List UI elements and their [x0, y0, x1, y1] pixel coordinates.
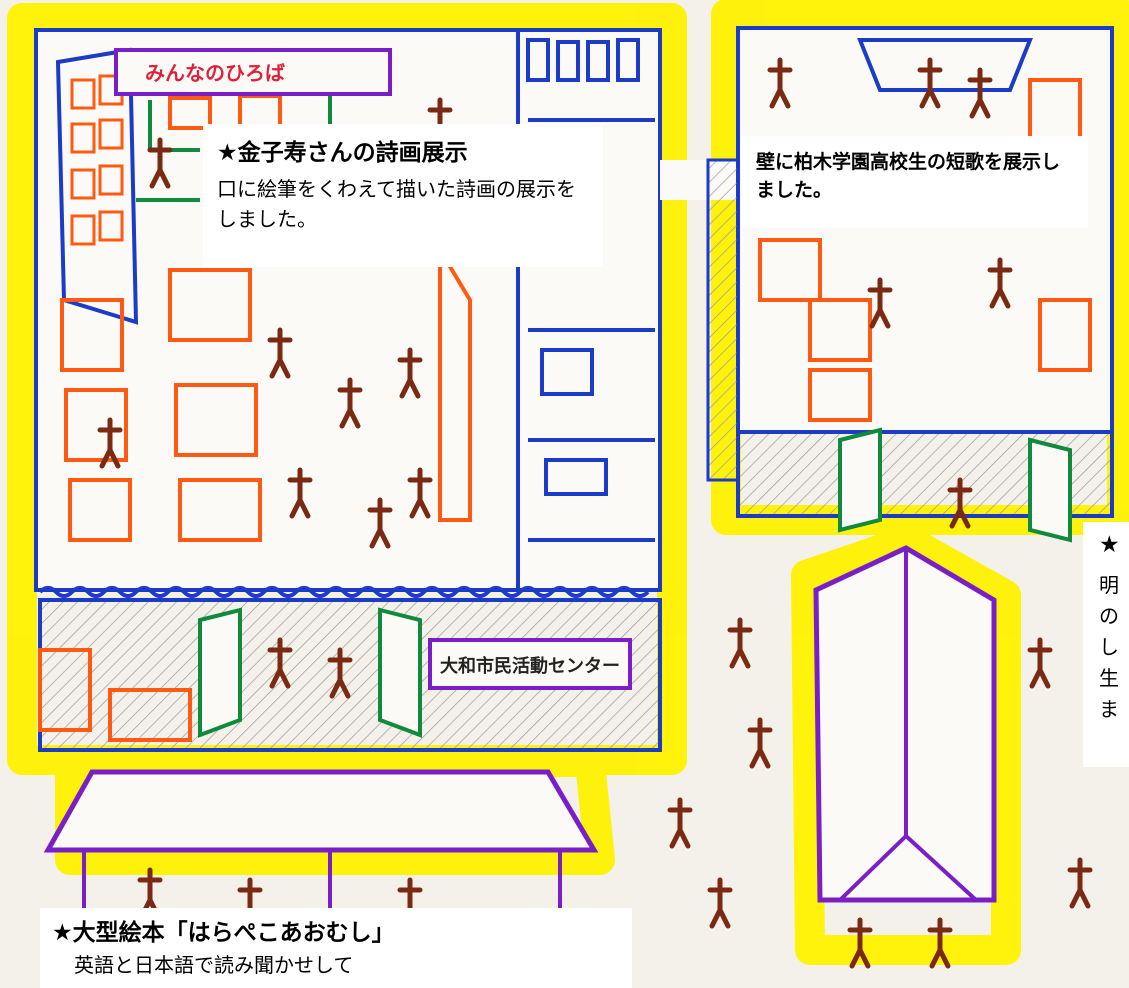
people-figures	[97, 57, 1093, 969]
callout-right-partial: ★ 明 の し 生 ま	[1083, 522, 1129, 767]
callout-kaneko-title: ★金子寿さんの詩画展示	[217, 140, 468, 166]
tent-right	[813, 545, 997, 903]
callout-tanka-exhibit: 壁に柏木学園高校生の短歌を展示しました。	[742, 136, 1088, 228]
callout-picture-book: ★大型絵本「はらぺこあおむし」 英語と日本語で読み聞かせして	[40, 908, 632, 988]
lobby: 大和市民活動センター	[38, 598, 662, 752]
callout-book-title: ★大型絵本「はらぺこあおむし」	[52, 920, 395, 946]
callout-right-title: ★	[1099, 532, 1120, 558]
callout-book-body: 英語と日本語で読み聞かせして	[74, 953, 354, 977]
callout-tanka-title: 壁に柏木学園高校生の短歌を展示しました。	[756, 151, 1061, 201]
center-sign-text: 大和市民活動センター	[440, 655, 620, 677]
right-room	[706, 26, 1114, 543]
banner-sign-text: みんなのひろば	[145, 61, 285, 85]
main-hall: みんなのひろば	[34, 28, 662, 598]
banner-sign	[114, 48, 392, 96]
callout-kaneko-exhibit: ★金子寿さんの詩画展示 口に絵筆をくわえて描いた詩画の展示をしました。	[203, 124, 603, 267]
callout-right-body: 明 の し 生 ま	[1099, 573, 1119, 721]
callout-kaneko-body: 口に絵筆をくわえて描いた詩画の展示をしました。	[217, 177, 576, 231]
tent-bottom	[43, 769, 599, 930]
center-sign	[428, 638, 632, 690]
